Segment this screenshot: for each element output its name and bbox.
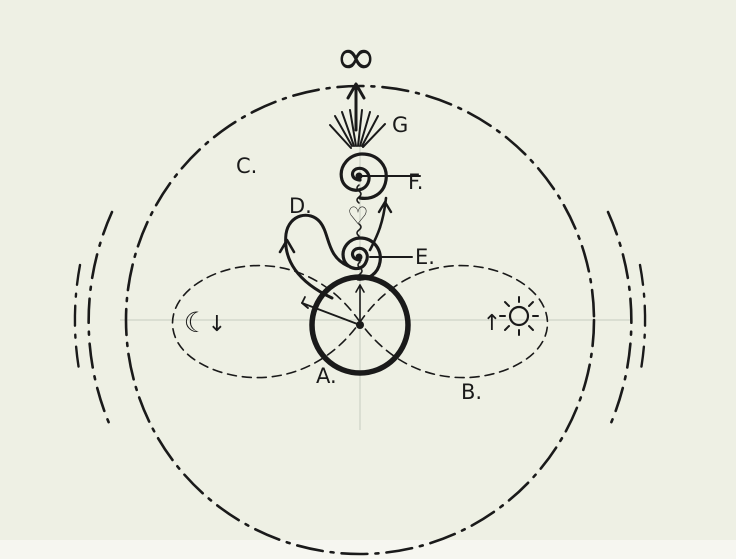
label-a: A. — [316, 364, 337, 388]
label-f: F. — [408, 170, 423, 194]
moon-symbol: ☾ — [183, 306, 208, 339]
label-c: C. — [236, 154, 257, 178]
sun-arrow-up: ↑ — [483, 311, 501, 336]
label-e: E. — [415, 245, 435, 269]
heart-symbol: ♡ — [347, 202, 369, 230]
moon-arrow-down: ↓ — [208, 312, 226, 337]
label-g: G — [392, 113, 408, 137]
label-d: D. — [289, 194, 312, 218]
infinity-symbol: ∞ — [335, 28, 377, 86]
spiral-e-dot — [356, 254, 363, 261]
paper-bottom-edge — [0, 540, 736, 559]
label-b: B. — [461, 380, 482, 404]
